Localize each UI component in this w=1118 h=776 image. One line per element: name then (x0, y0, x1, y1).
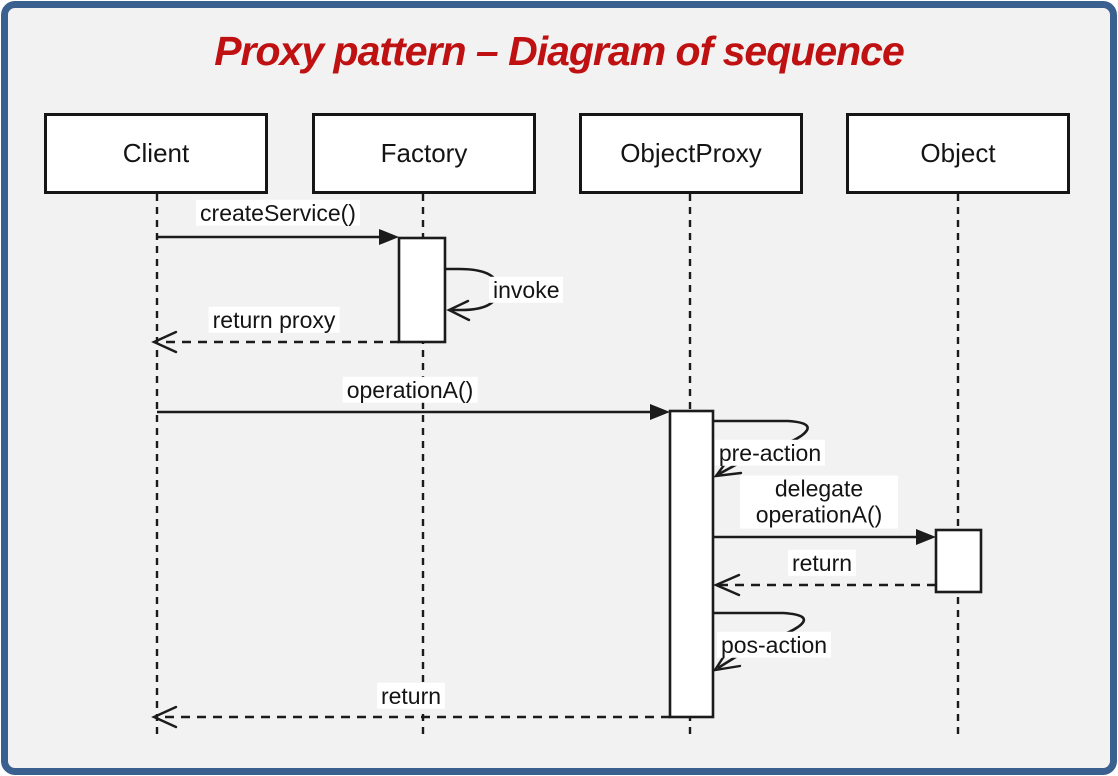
arrow-return-proxy (151, 330, 399, 354)
arrow-delegate (713, 529, 936, 545)
activation-factory (397, 236, 447, 344)
arrow-operation-a (157, 404, 670, 420)
message-label-create-service: createService() (196, 199, 360, 227)
message-label-delegate-operation-a: delegate operationA() (740, 475, 898, 529)
actor-box-factory: Factory (312, 113, 536, 194)
actor-box-client: Client (44, 113, 268, 194)
message-label-operation-a: operationA() (342, 376, 478, 404)
actor-box-object: Object (846, 113, 1070, 194)
actor-label-object: Object (920, 138, 996, 168)
arrow-return-object (712, 573, 936, 597)
arrow-return-client (151, 705, 670, 729)
actor-label-client: Client (122, 138, 190, 168)
activation-object (934, 528, 983, 594)
actor-label-factory: Factory (380, 138, 468, 168)
message-label-pre-action: pre-action (714, 439, 826, 467)
message-label-return-to-client: return (376, 682, 446, 710)
actor-label-objectproxy: ObjectProxy (620, 138, 762, 168)
message-label-invoke: invoke (489, 276, 564, 304)
arrow-create-service (157, 229, 399, 245)
message-label-return-proxy: return proxy (208, 306, 340, 334)
diagram-title: Proxy pattern – Diagram of sequence (214, 28, 905, 74)
actor-box-objectproxy: ObjectProxy (579, 113, 803, 194)
message-label-return-from-object: return (787, 549, 857, 577)
activation-objectproxy (668, 409, 715, 719)
message-label-pos-action: pos-action (716, 631, 832, 659)
